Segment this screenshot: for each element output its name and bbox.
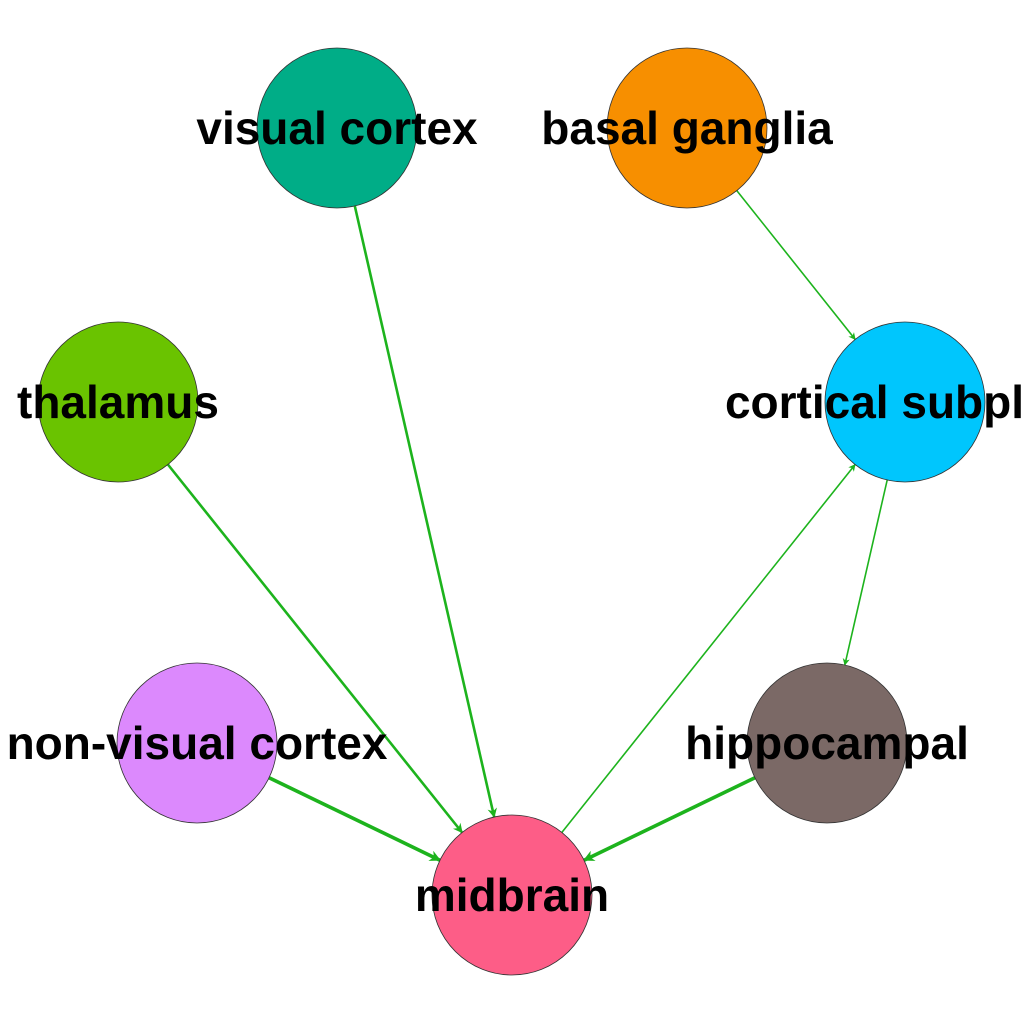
edges-layer — [166, 190, 888, 862]
node-label-non-visual-cortex: non-visual cortex — [7, 717, 388, 769]
edge-basal-ganglia-to-cortical-subplate — [736, 190, 856, 340]
edge-visual-cortex-to-midbrain — [353, 205, 497, 818]
node-label-visual-cortex: visual cortex — [196, 102, 478, 154]
labels-layer: visual cortex basal ganglia thalamus cortic… — [7, 102, 1024, 921]
edge-thalamus-to-midbrain — [166, 463, 464, 834]
node-thalamus — [37, 321, 199, 483]
node-label-hippocampal: hippocampal — [685, 717, 969, 769]
node-cortical-subplate — [824, 321, 986, 483]
nodes-layer — [37, 47, 986, 976]
node-hippocampal — [746, 662, 908, 824]
node-midbrain — [431, 814, 593, 976]
edge-midbrain-to-cortical-subplate — [561, 464, 856, 833]
node-label-basal-ganglia: basal ganglia — [541, 102, 833, 154]
node-visual-cortex — [256, 47, 418, 209]
node-label-cortical-subplate: cortical subpl — [725, 376, 1024, 428]
edge-non-visual-cortex-to-midbrain — [268, 776, 441, 862]
node-label-thalamus: thalamus — [17, 376, 219, 428]
node-label-midbrain: midbrain — [415, 869, 609, 921]
edge-hippocampal-to-midbrain — [583, 776, 756, 862]
node-non-visual-cortex — [116, 662, 278, 824]
node-basal-ganglia — [606, 47, 768, 209]
edge-cortical-subplate-to-hippocampal — [842, 479, 888, 666]
